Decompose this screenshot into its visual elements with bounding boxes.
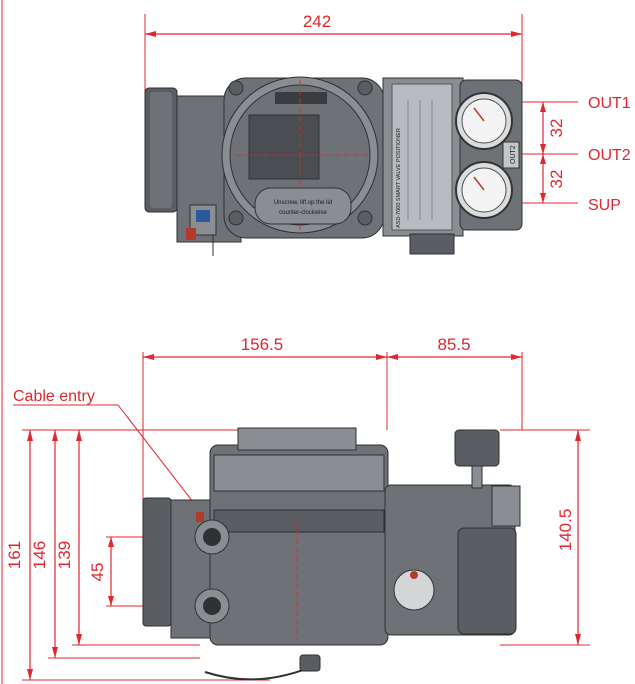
arrow-out2-up	[540, 154, 546, 164]
dim-body-width: 156.5	[241, 335, 284, 354]
dim-overall-width: 242	[303, 12, 331, 31]
cable-entry-lower-hole	[203, 597, 221, 615]
arrow-sup-down	[540, 193, 546, 203]
arrow-left-242	[145, 31, 156, 37]
port-label-out1: OUT1	[588, 95, 631, 112]
arrow-139-bottom	[76, 634, 82, 645]
port-label-sup: SUP	[588, 197, 621, 214]
arrow-139-top	[76, 430, 82, 441]
arrow-156-left	[143, 354, 154, 360]
side-fitting	[491, 485, 521, 527]
gauge-out2-needle	[473, 176, 485, 191]
side-red-plug	[196, 512, 204, 522]
side-manifold-cap-dot	[410, 571, 418, 579]
arrow-146-top	[52, 430, 58, 441]
side-view: 156.5 85.5 Cable entry 161 146 139 45	[5, 335, 590, 681]
top-left-housing-inner	[150, 92, 172, 208]
nameplate	[391, 83, 453, 231]
dim-gauge-height: 140.5	[556, 509, 575, 552]
port-label-out2: OUT2	[588, 147, 631, 164]
ground-symbol-plate	[196, 210, 210, 222]
cover-bolt-bl	[228, 210, 244, 226]
arrow-161-bottom	[27, 669, 33, 680]
arrow-45-bottom	[108, 596, 114, 606]
out2-side-tab	[502, 141, 520, 169]
dim-entry-pitch: 45	[88, 563, 107, 582]
cover-bolt-tr	[357, 80, 373, 96]
side-left-housing	[142, 497, 172, 627]
out2-side-label: OUT2	[510, 145, 517, 164]
side-cover-top	[237, 427, 357, 451]
cover-text-1: Unscrew, lift up the lid	[274, 200, 332, 206]
cable-entry-label: Cable entry	[13, 388, 95, 405]
dim-height-housing: 139	[55, 541, 74, 569]
top-red-screw	[186, 228, 196, 240]
side-cable-plug	[299, 654, 321, 672]
arrow-161-top	[27, 430, 33, 441]
arrow-156-right	[376, 354, 387, 360]
cable-entry-upper-hole	[203, 528, 221, 546]
cover-bolt-br	[357, 210, 373, 226]
nameplate-foot	[409, 233, 455, 255]
side-gauge-stem	[471, 465, 483, 489]
arrow-right-242	[511, 31, 522, 37]
dim-port-pitch-upper: 32	[547, 119, 566, 138]
cover-label-plate	[254, 187, 352, 225]
top-view: 242 Unscrew, lift up the lid counter-clo…	[144, 12, 631, 256]
side-actuator-block	[457, 527, 517, 635]
dim-manifold-width: 85.5	[437, 335, 470, 354]
arrow-45-top	[108, 537, 114, 547]
cover-bolt-tl	[228, 80, 244, 96]
side-manifold-cap	[393, 569, 435, 611]
arrow-140-top	[575, 430, 581, 441]
cover-text-2: counter-clockwise	[279, 210, 327, 216]
arrow-out2-down	[540, 144, 546, 154]
logo-plate	[275, 92, 327, 104]
dim-port-pitch-lower: 32	[547, 170, 566, 189]
nameplate-text: ASD-7000 SMART VALVE POSITIONER	[396, 128, 402, 228]
gauge-out1-needle	[473, 107, 485, 122]
lcd-window	[248, 114, 320, 180]
side-cover-band	[213, 454, 385, 492]
arrow-140-bottom	[575, 634, 581, 645]
side-gauge-head	[454, 429, 500, 467]
dim-height-body: 146	[30, 541, 49, 569]
arrow-85-right	[511, 354, 522, 360]
arrow-85-left	[387, 354, 398, 360]
arrow-out1-up	[540, 102, 546, 112]
arrow-146-bottom	[52, 647, 58, 658]
dim-height-total: 161	[5, 541, 24, 569]
side-mid-band	[213, 509, 385, 533]
